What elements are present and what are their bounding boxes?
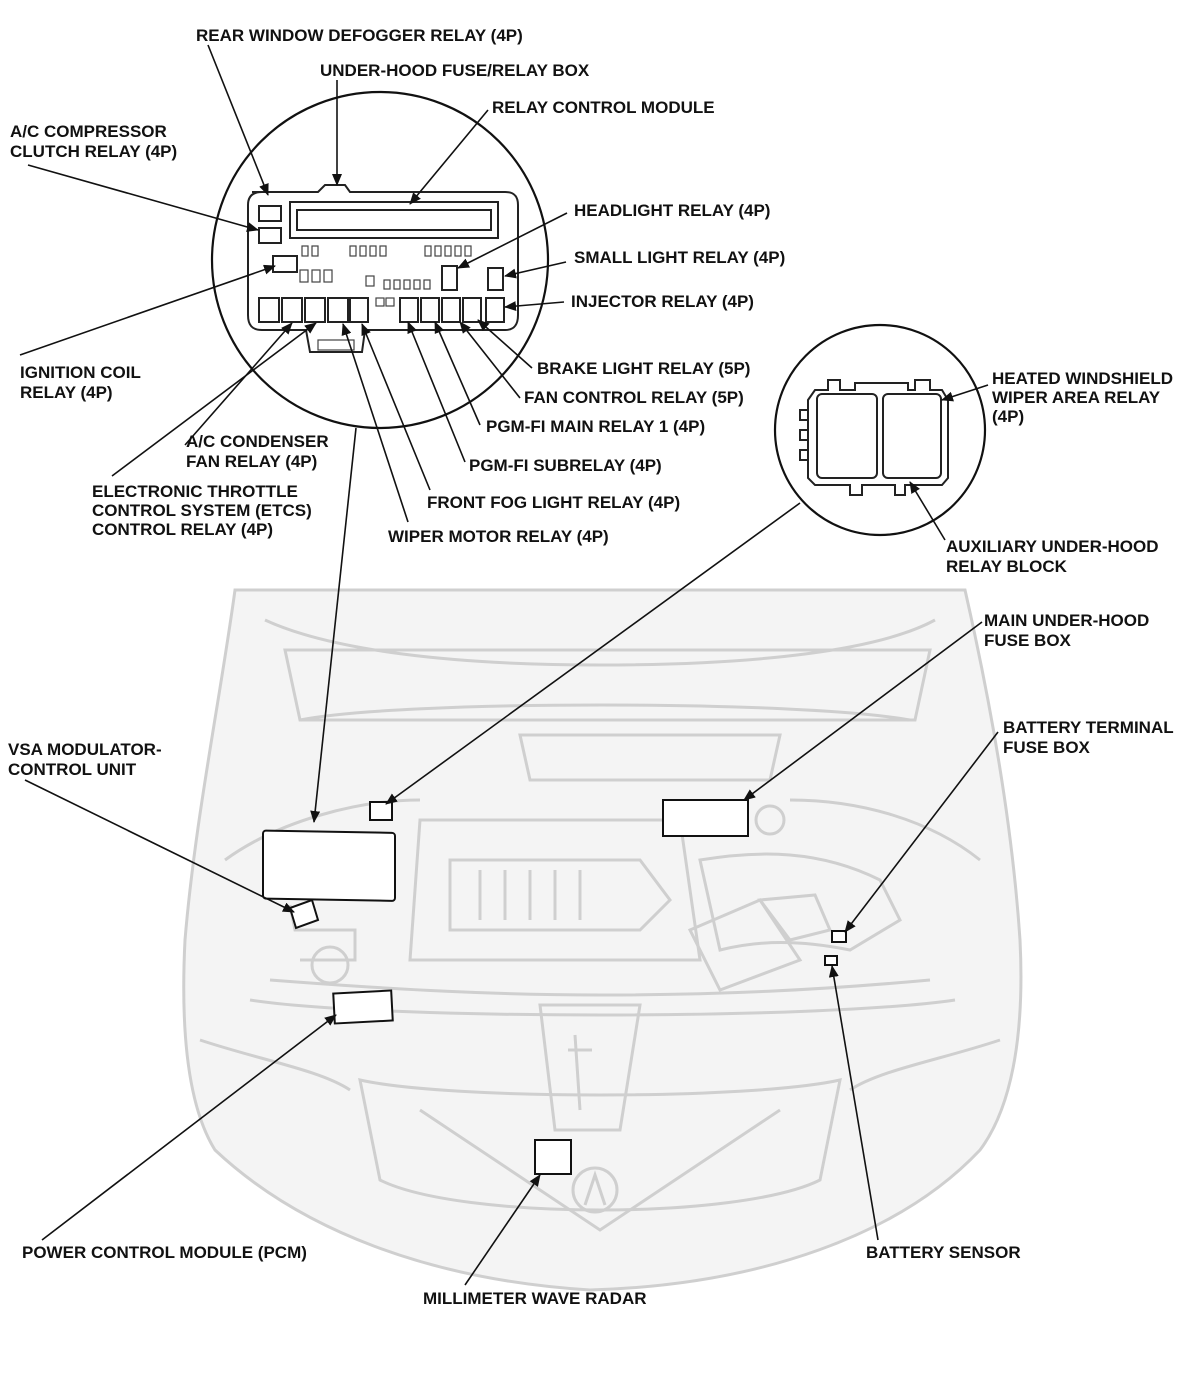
under-hood-fuse-relay-box-on-car <box>262 829 396 902</box>
battery-terminal-fuse-box-on-car <box>831 930 847 943</box>
front-fog-light-relay-box <box>349 297 369 323</box>
car-front-illustration <box>182 588 1023 1292</box>
injector-relay-box <box>485 297 505 323</box>
label-front-fog-light-relay: FRONT FOG LIGHT RELAY (4P) <box>427 493 680 512</box>
label-relay-control-module: RELAY CONTROL MODULE <box>492 98 715 117</box>
battery-sensor-on-car <box>824 955 838 966</box>
label-ac-condenser-fan-relay: A/C CONDENSER FAN RELAY (4P) <box>186 432 333 471</box>
label-pgm-fi-main-relay-1: PGM-FI MAIN RELAY 1 (4P) <box>486 417 705 436</box>
ac-compressor-clutch-relay-box <box>258 227 282 244</box>
ignition-coil-relay-box <box>272 255 298 273</box>
label-small-light-relay: SMALL LIGHT RELAY (4P) <box>574 248 785 267</box>
pgm-fi-main-relay-1-box <box>420 297 440 323</box>
label-ac-compressor-clutch-relay: A/C COMPRESSOR CLUTCH RELAY (4P) <box>10 122 177 161</box>
auxiliary-relay-block-on-car <box>369 801 393 821</box>
callout-labels: REAR WINDOW DEFOGGER RELAY (4P) UNDER-HO… <box>8 26 1178 1308</box>
label-ignition-coil-relay: IGNITION COIL RELAY (4P) <box>20 363 145 402</box>
auxiliary-relay-block-detail <box>773 323 987 537</box>
leader-lines <box>19 44 999 1286</box>
label-heated-windshield-wiper-area-relay: HEATED WINDSHIELD WIPER AREA RELAY (4P) <box>992 369 1178 426</box>
label-main-under-hood-fuse-box: MAIN UNDER-HOOD FUSE BOX <box>984 611 1154 650</box>
label-battery-terminal-fuse-box: BATTERY TERMINAL FUSE BOX <box>1003 718 1178 757</box>
main-under-hood-fuse-box-on-car <box>662 799 749 837</box>
wiper-motor-relay-box <box>327 297 349 323</box>
millimeter-wave-radar-on-car <box>534 1139 572 1175</box>
pcm-on-car <box>332 989 394 1025</box>
label-battery-sensor: BATTERY SENSOR <box>866 1243 1021 1262</box>
label-rear-window-defogger-relay: REAR WINDOW DEFOGGER RELAY (4P) <box>196 26 523 45</box>
ac-condenser-fan-relay-box <box>281 297 303 323</box>
car-components <box>262 799 847 1175</box>
ignition-relay-slot-1 <box>258 297 280 323</box>
label-brake-light-relay: BRAKE LIGHT RELAY (5P) <box>537 359 750 378</box>
label-wiper-motor-relay: WIPER MOTOR RELAY (4P) <box>388 527 609 546</box>
label-etcs-control-relay: ELECTRONIC THROTTLE CONTROL SYSTEM (ETCS… <box>92 482 316 539</box>
label-headlight-relay: HEADLIGHT RELAY (4P) <box>574 201 770 220</box>
under-hood-fuse-relay-box-detail <box>210 90 550 430</box>
label-fan-control-relay: FAN CONTROL RELAY (5P) <box>524 388 744 407</box>
headlight-relay-box <box>441 265 458 291</box>
label-millimeter-wave-radar: MILLIMETER WAVE RADAR <box>423 1289 647 1308</box>
small-light-relay-box <box>487 267 504 291</box>
etcs-control-relay-box <box>304 297 326 323</box>
label-power-control-module: POWER CONTROL MODULE (PCM) <box>22 1243 307 1262</box>
brake-light-relay-box <box>462 297 482 323</box>
label-auxiliary-under-hood-relay-block: AUXILIARY UNDER-HOOD RELAY BLOCK <box>946 537 1163 576</box>
rear-window-defogger-relay-box <box>258 205 282 222</box>
vsa-modulator-on-car <box>288 898 320 930</box>
fan-control-relay-box <box>441 297 461 323</box>
label-injector-relay: INJECTOR RELAY (4P) <box>571 292 754 311</box>
label-pgm-fi-subrelay: PGM-FI SUBRELAY (4P) <box>469 456 662 475</box>
label-vsa-modulator-control-unit: VSA MODULATOR- CONTROL UNIT <box>8 740 166 779</box>
label-under-hood-fuse-relay-box: UNDER-HOOD FUSE/RELAY BOX <box>320 61 590 80</box>
